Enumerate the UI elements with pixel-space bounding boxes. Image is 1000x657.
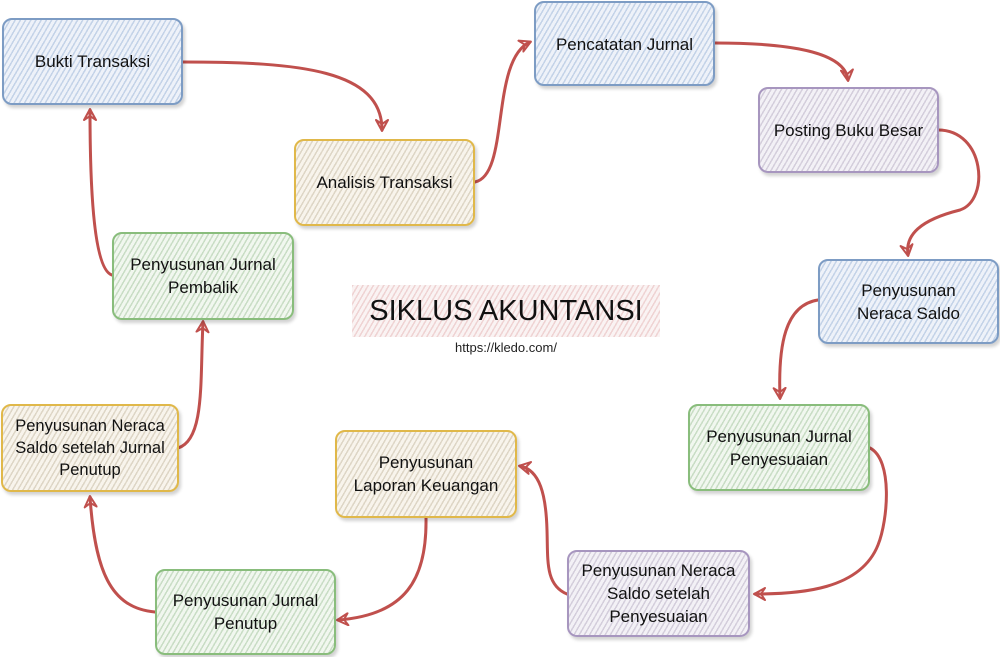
arrow-analisis-to-pencatatan: [473, 39, 532, 184]
node-label: Penyusunan Jurnal Pembalik: [130, 255, 276, 297]
node-penyusunan-jurnal-penutup: Penyusunan Jurnal Penutup: [155, 569, 336, 655]
node-label: Penyusunan Neraca Saldo setelah Jurnal P…: [15, 417, 165, 479]
node-label: Analisis Transaksi: [316, 173, 453, 192]
arrow-neraca-penutup-to-pembalik: [176, 320, 210, 450]
arrow-bukti-to-analisis: [181, 60, 389, 132]
title-text: SIKLUS AKUNTANSI: [369, 294, 643, 327]
node-posting-buku-besar: Posting Buku Besar: [758, 87, 939, 173]
node-penyusunan-neraca-saldo: Penyusunan Neraca Saldo: [818, 259, 999, 344]
node-label: Penyusunan Laporan Keuangan: [353, 453, 499, 495]
node-bukti-transaksi: Bukti Transaksi: [2, 18, 183, 105]
node-pencatatan-jurnal: Pencatatan Jurnal: [534, 1, 715, 86]
node-neraca-saldo-setelah-penyesuaian: Penyusunan Neraca Saldo setelah Penyesua…: [567, 550, 750, 637]
node-label: Bukti Transaksi: [34, 52, 151, 71]
node-analisis-transaksi: Analisis Transaksi: [294, 139, 475, 226]
node-label: Penyusunan Jurnal Penutup: [172, 591, 319, 633]
source-url: https://kledo.com/: [455, 340, 557, 355]
node-label: Penyusunan Jurnal Penyesuaian: [706, 426, 852, 469]
arrow-pembalik-to-bukti: [83, 108, 114, 277]
arrow-pencatatan-to-posting: [713, 41, 854, 82]
node-neraca-saldo-setelah-jurnal-penutup: Penyusunan Neraca Saldo setelah Jurnal P…: [1, 404, 179, 492]
node-penyusunan-jurnal-penyesuaian: Penyusunan Jurnal Penyesuaian: [688, 404, 870, 491]
arrow-penutup-to-neraca-penutup: [83, 495, 157, 614]
node-label: Penyusunan Neraca Saldo: [856, 280, 960, 323]
node-penyusunan-laporan-keuangan: Penyusunan Laporan Keuangan: [335, 430, 517, 518]
arrow-laporan-to-penutup: [336, 516, 428, 627]
arrow-neraca-to-penyesuaian: [772, 298, 820, 400]
node-label: Penyusunan Neraca Saldo setelah Penyesua…: [581, 561, 736, 626]
node-label: Pencatatan Jurnal: [555, 35, 694, 54]
diagram-title: SIKLUS AKUNTANSI: [352, 285, 660, 337]
node-label: Posting Buku Besar: [773, 120, 924, 140]
node-penyusunan-jurnal-pembalik: Penyusunan Jurnal Pembalik: [112, 232, 294, 320]
arrow-neraca-setelah-to-laporan: [518, 461, 569, 596]
